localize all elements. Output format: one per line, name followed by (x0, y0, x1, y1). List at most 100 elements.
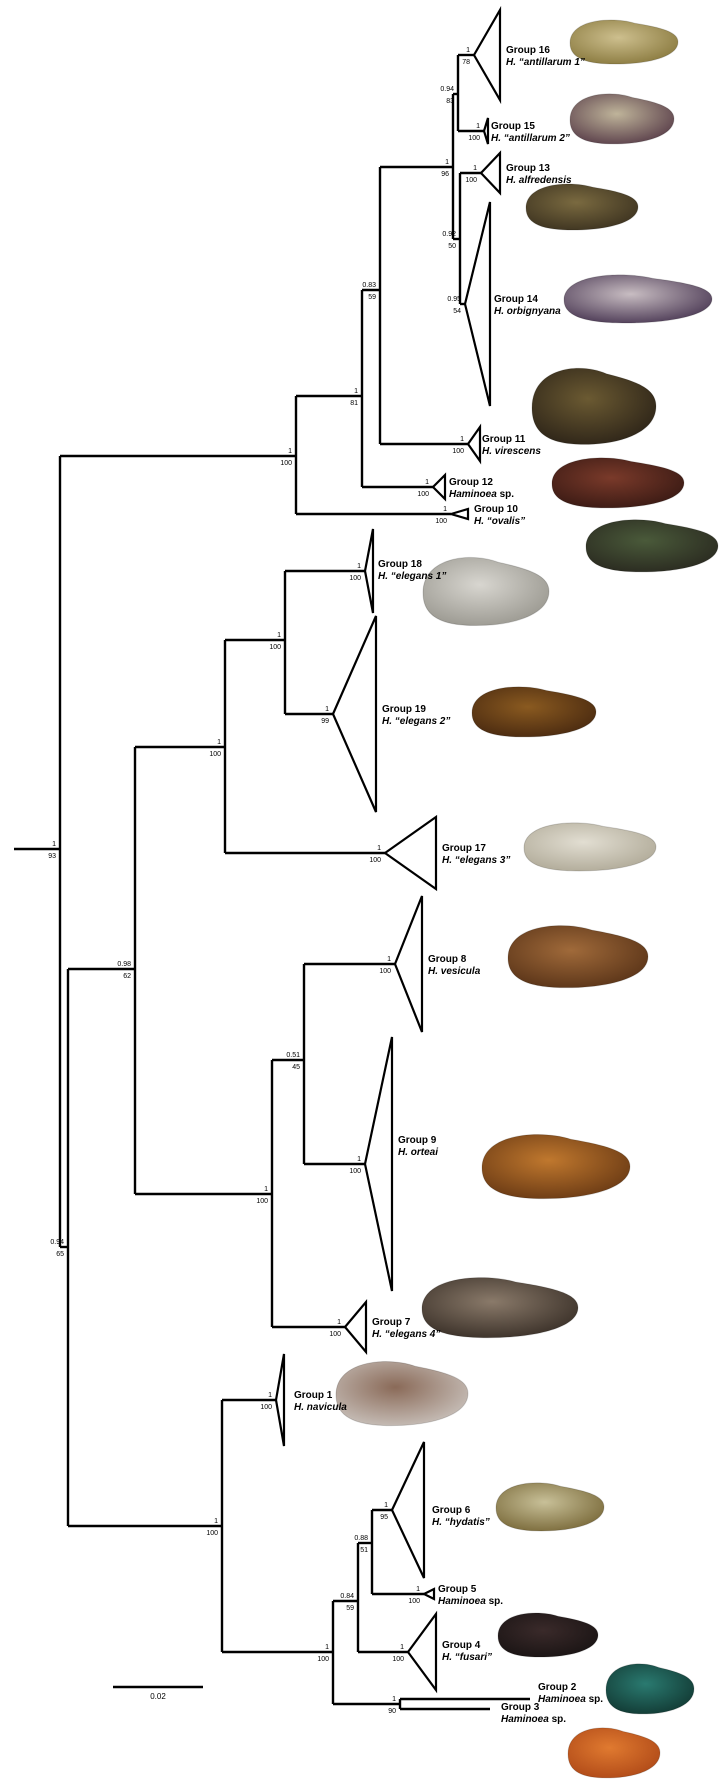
specimen-photo-g8 (508, 926, 648, 988)
clade-support-bs: 100 (392, 1656, 404, 1663)
node-support-bs: 62 (123, 973, 131, 980)
clade-support-bs: 100 (260, 1404, 272, 1411)
clade-triangle-g13 (481, 153, 500, 193)
species-name-g19: H. “elegans 2” (382, 716, 450, 727)
clade-support-pp: 1 (460, 436, 464, 443)
group-name-g18: Group 18 (378, 559, 422, 570)
specimen-photo-g16 (570, 20, 678, 64)
node-support-bs: 59 (346, 1605, 354, 1612)
clade-support-pp: 1 (357, 1156, 361, 1163)
node-support-bs: 100 (206, 1530, 218, 1537)
group-name-g2: Group 2 (538, 1682, 577, 1693)
species-name-g11: H. virescens (482, 446, 541, 457)
clade-support-pp: 1 (268, 1392, 272, 1399)
clade-support-pp: 1 (466, 47, 470, 54)
species-name-g17: H. “elegans 3” (442, 855, 510, 866)
node-support-pp: 1 (354, 388, 358, 395)
node-support-pp: 1 (52, 841, 56, 848)
clade-triangle-g15 (484, 118, 488, 144)
node-support-bs: 90 (388, 1708, 396, 1715)
specimen-photo-g11 (532, 368, 656, 444)
clade-support-bs: 100 (435, 518, 447, 525)
clade-support-pp: 1 (476, 123, 480, 130)
clade-triangle-g4 (408, 1614, 436, 1690)
specimen-photo-g12 (552, 458, 684, 508)
node-support-pp: 1 (445, 159, 449, 166)
group-name-g5: Group 5 (438, 1584, 477, 1595)
species-name-g4: H. “fusari” (442, 1652, 492, 1663)
clade-support-bs: 100 (417, 491, 429, 498)
clade-support-pp: 0.95 (447, 296, 461, 303)
specimen-photo-g2 (606, 1664, 694, 1714)
clade-support-pp: 1 (416, 1586, 420, 1593)
node-support-pp: 0.94 (440, 86, 454, 93)
clade-triangle-g6 (392, 1442, 424, 1578)
clade-support-pp: 1 (377, 845, 381, 852)
specimen-photo-g10 (586, 520, 718, 572)
clade-triangle-g5 (424, 1589, 434, 1599)
clade-triangle-g12 (433, 475, 445, 499)
node-support-pp: 0.92 (442, 231, 456, 238)
group-name-g19: Group 19 (382, 704, 426, 715)
group-name-g14: Group 14 (494, 294, 538, 305)
clade-support-pp: 1 (357, 563, 361, 570)
clade-support-pp: 1 (473, 165, 477, 172)
clade-support-pp: 1 (384, 1502, 388, 1509)
node-support-bs: 83 (446, 98, 454, 105)
clade-support-bs: 100 (379, 968, 391, 975)
species-name-g13: H. alfredensis (506, 175, 572, 186)
species-name-g9: H. orteai (398, 1147, 438, 1158)
group-name-g3: Group 3 (501, 1702, 540, 1713)
specimen-photo-g14 (564, 275, 712, 323)
node-support-pp: 0.98 (117, 961, 131, 968)
species-name-g12: Haminoea sp. (449, 489, 514, 500)
clade-support-bs: 78 (462, 59, 470, 66)
node-support-pp: 1 (277, 632, 281, 639)
group-name-g4: Group 4 (442, 1640, 481, 1651)
clade-support-bs: 100 (408, 1598, 420, 1605)
node-support-bs: 93 (48, 853, 56, 860)
node-support-pp: 1 (392, 1696, 396, 1703)
species-name-g8: H. vesicula (428, 966, 481, 977)
node-support-bs: 100 (280, 460, 292, 467)
group-name-g13: Group 13 (506, 163, 550, 174)
clade-triangle-g14 (465, 202, 490, 406)
clade-support-bs: 54 (453, 308, 461, 315)
clade-triangle-g10 (451, 509, 468, 519)
scale-bar-label: 0.02 (150, 1692, 166, 1701)
group-name-g6: Group 6 (432, 1505, 471, 1516)
group-name-g1: Group 1 (294, 1390, 333, 1401)
clade-triangle-g17 (385, 817, 436, 889)
group-name-g8: Group 8 (428, 954, 467, 965)
clade-triangle-g8 (395, 896, 422, 1032)
specimen-photo-g18 (423, 557, 549, 625)
specimen-photo-g13 (526, 184, 638, 230)
clade-triangle-g1 (276, 1354, 284, 1446)
group-name-g7: Group 7 (372, 1317, 411, 1328)
clade-triangle-g16 (474, 10, 500, 100)
tree-branches (14, 55, 530, 1709)
clade-support-bs: 100 (468, 135, 480, 142)
group-name-g10: Group 10 (474, 504, 518, 515)
node-support-pp: 0.84 (340, 1593, 354, 1600)
clade-support-bs: 99 (321, 718, 329, 725)
specimen-photo-g4 (498, 1613, 598, 1657)
specimen-photo-g7 (422, 1278, 578, 1338)
species-name-g18: H. “elegans 1” (378, 571, 446, 582)
node-support-bs: 100 (269, 644, 281, 651)
specimen-photo-g1 (336, 1362, 468, 1426)
species-name-g3: Haminoea sp. (501, 1714, 566, 1725)
species-name-g16: H. “antillarum 1” (506, 57, 585, 68)
clade-triangle-g7 (345, 1302, 366, 1352)
group-name-g15: Group 15 (491, 121, 535, 132)
node-support-bs: 100 (209, 751, 221, 758)
node-support-bs: 45 (292, 1064, 300, 1071)
clade-support-bs: 100 (369, 857, 381, 864)
clade-triangle-g19 (333, 616, 376, 812)
clade-support-pp: 1 (443, 506, 447, 513)
node-support-pp: 0.51 (286, 1052, 300, 1059)
clade-support-pp: 1 (325, 706, 329, 713)
clade-support-bs: 100 (349, 1168, 361, 1175)
species-name-g1: H. navicula (294, 1402, 347, 1413)
